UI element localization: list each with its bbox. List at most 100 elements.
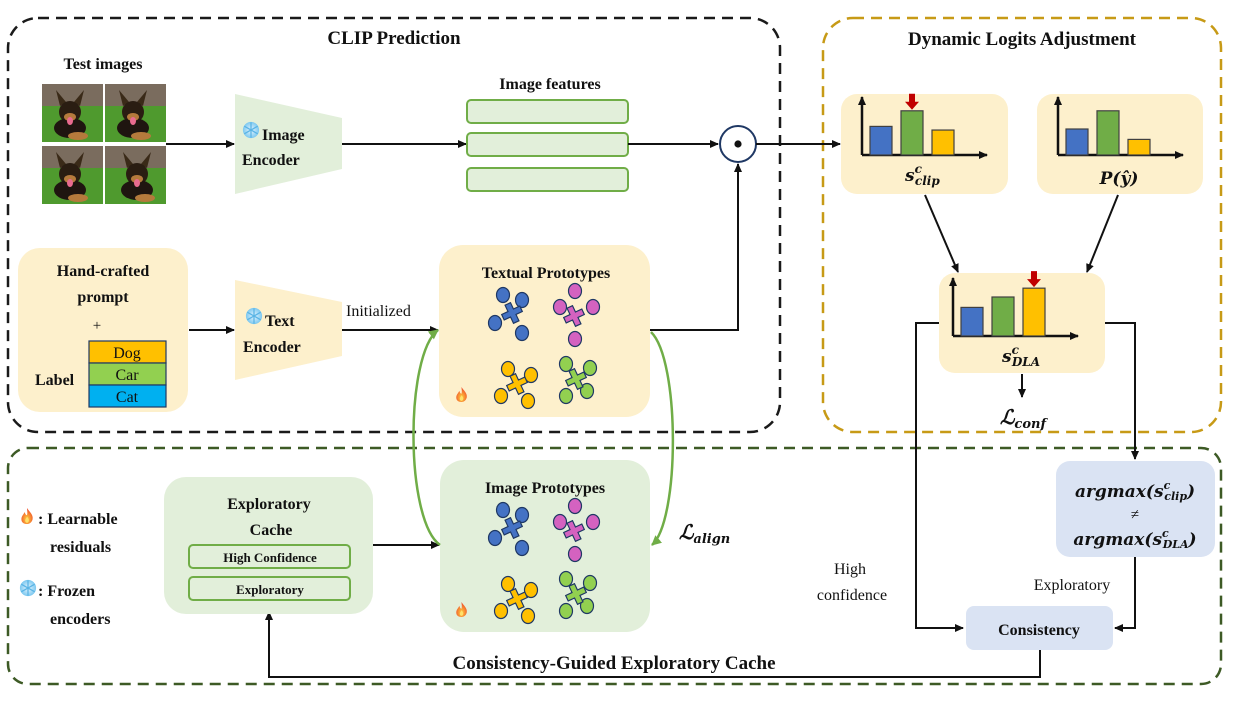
prototype-point [523, 366, 539, 384]
sdla-bar-chart [949, 271, 1079, 340]
prototype-cluster [487, 501, 530, 557]
prompt-line1: Hand-crafted [57, 263, 150, 280]
bar [1127, 138, 1151, 156]
prototype-center-cross [564, 582, 588, 606]
arrow-py-to-dla [1086, 194, 1119, 273]
cache-slot-exploratory-label: Exploratory [236, 582, 304, 597]
high-confidence-label-1: High [834, 561, 866, 578]
test-image [42, 84, 103, 142]
image-encoder-line1: Image [262, 127, 305, 144]
bar [900, 110, 924, 156]
textual-prototypes-box [439, 245, 650, 417]
prototype-point [495, 501, 511, 519]
clip-section-title: CLIP Prediction [327, 28, 461, 49]
prototype-center-cross [505, 372, 529, 396]
prototype-point [558, 387, 574, 405]
text-encoder-line2: Encoder [243, 339, 301, 356]
legend-learnable-line1: : Learnable [38, 511, 118, 528]
loss-align: ℒalign [679, 520, 730, 547]
prototype-point [582, 359, 598, 377]
prototype-cluster [558, 355, 598, 405]
image-feature-row [466, 99, 629, 124]
cache-section-title: Consistency-Guided Exploratory Cache [453, 653, 776, 674]
prototype-point [558, 355, 574, 373]
prototype-point [514, 506, 530, 524]
prototype-cluster [487, 286, 530, 342]
prototype-point [500, 360, 516, 378]
exploratory-cache-line2: Cache [250, 522, 293, 539]
snowflake-icon [242, 121, 260, 139]
bar [991, 296, 1015, 337]
sclip-box [841, 94, 1008, 194]
test-image [105, 84, 166, 142]
legend-frozen-line1: : Frozen [38, 583, 95, 600]
arrow-consistency-to-cache [265, 611, 1041, 678]
exploratory-path [1114, 557, 1136, 632]
consistency-label: Consistency [998, 622, 1080, 639]
prototype-point [520, 607, 536, 625]
prototype-center-cross [564, 367, 588, 391]
prototype-point [520, 392, 536, 410]
snowflake-icon [19, 579, 37, 597]
dla-section [821, 16, 1223, 434]
sclip-bar-chart [858, 93, 988, 159]
prototype-point [514, 291, 530, 309]
high-confidence-label-2: confidence [817, 587, 887, 604]
prototype-point [552, 298, 568, 316]
image-prototypes-box [440, 460, 650, 632]
prototype-cluster [552, 282, 601, 348]
prototype-cluster [558, 570, 598, 620]
label-cell-text: Cat [116, 389, 139, 406]
prototype-center-cross [505, 587, 529, 611]
test-images-label: Test images [64, 56, 143, 73]
sdla-box [939, 273, 1105, 373]
prototype-center-cross [562, 519, 586, 543]
consistency-box [966, 606, 1113, 650]
initialized-label: Initialized [346, 303, 411, 320]
py-bar-chart [1054, 96, 1184, 159]
prototype-point [493, 602, 509, 620]
prototype-point [558, 570, 574, 588]
prototype-point [567, 497, 583, 515]
prototype-center-cross [562, 304, 586, 328]
label-cell-text: Car [115, 367, 139, 384]
legend-frozen-line2: encoders [50, 611, 110, 628]
test-images-grid [42, 84, 166, 204]
text-encoder [235, 280, 342, 380]
exploratory-cache-line1: Exploratory [227, 496, 311, 513]
text-encoder-line1: Text [265, 313, 295, 330]
prototype-point [487, 314, 503, 332]
label-cell-text: Dog [113, 345, 141, 362]
exploratory-path-label: Exploratory [1034, 577, 1110, 594]
prototype-point [558, 602, 574, 620]
label-text: Label [35, 372, 75, 389]
prompt-plus: + [93, 318, 101, 334]
prototype-cluster [552, 497, 601, 563]
argmax-neq: ≠ [1131, 507, 1139, 523]
loss-conf: ℒconf [1000, 405, 1048, 432]
align-curve-right [650, 331, 675, 546]
arrow-dla-to-argmax [1105, 322, 1139, 460]
align-curve-left [412, 329, 441, 547]
py-label: P(ŷ) [1099, 169, 1139, 189]
py-box [1037, 94, 1203, 194]
textual-prototypes-title: Textual Prototypes [482, 265, 610, 282]
prototype-point [579, 382, 595, 400]
cache-slot-high-confidence [188, 544, 351, 569]
test-image [105, 146, 166, 204]
prototype-point [567, 545, 583, 563]
prototype-point [500, 575, 516, 593]
prototype-point [487, 529, 503, 547]
prompt-line2: prompt [77, 289, 129, 306]
label-cell-cat [88, 384, 167, 408]
image-encoder-line2: Encoder [242, 152, 300, 169]
prototype-point [495, 286, 511, 304]
image-prototype-clusters [487, 497, 601, 625]
bar [869, 125, 893, 156]
prototype-point [493, 387, 509, 405]
bar [1065, 128, 1089, 156]
snowflake-icon [245, 307, 263, 325]
